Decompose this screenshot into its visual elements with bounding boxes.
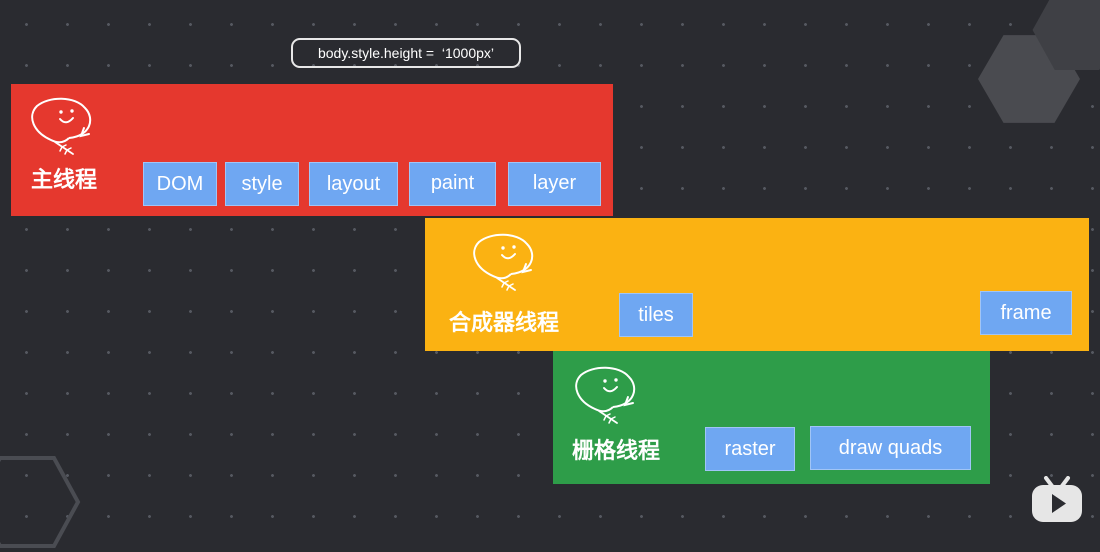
step-dom: DOM [143,162,217,206]
code-annotation: body.style.height = ‘1000px’ [291,38,521,68]
smiling-speech-bubble-icon [575,366,636,424]
step-layout: layout [309,162,398,206]
tv-play-icon [1032,476,1082,522]
compositor-thread-panel: 合成器线程 tiles frame [425,218,1089,351]
hexagon-decoration-corner [1032,0,1100,70]
hexagon-outline-decoration [0,456,81,548]
compositor-thread-title: 合成器线程 [449,311,560,336]
smiling-speech-bubble-icon [31,97,92,155]
raster-thread-title: 栅格线程 [572,439,661,464]
step-raster: raster [705,427,795,471]
step-style: style [225,162,299,206]
step-layer: layer [508,162,601,206]
step-draw-quads: draw quads [810,426,971,470]
raster-thread-panel: 栅格线程 raster draw quads [553,351,990,484]
smiling-speech-bubble-icon [473,233,534,291]
main-thread-title: 主线程 [31,168,98,193]
main-thread-panel: 主线程 DOM style layout paint layer [11,84,613,216]
step-tiles: tiles [619,293,693,337]
step-paint: paint [409,162,496,206]
step-frame: frame [980,291,1072,335]
